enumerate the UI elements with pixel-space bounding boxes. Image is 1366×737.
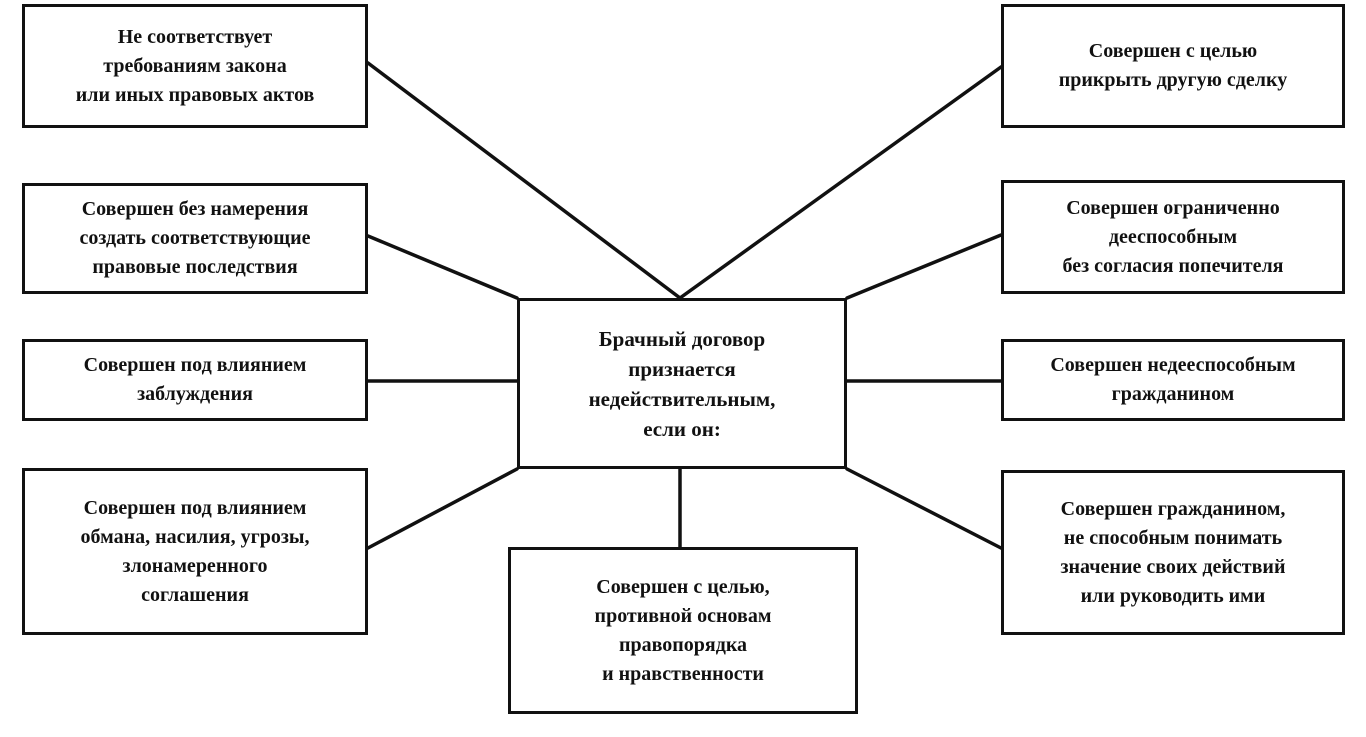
right-box-4: Совершен гражданином, не способным поним…	[1001, 470, 1345, 635]
right-box-3-text: Совершен недееспособным гражданином	[1050, 354, 1296, 405]
right-box-2: Совершен ограниченно дееспособным без со…	[1001, 180, 1345, 294]
left-box-2: Совершен без намерения создать соответст…	[22, 183, 368, 294]
left-box-4-text: Совершен под влиянием обмана, насилия, у…	[80, 496, 310, 606]
left-box-1-text: Не соответствует требованиям закона или …	[75, 25, 315, 106]
connector-right-1	[678, 65, 1003, 300]
left-box-4: Совершен под влиянием обмана, насилия, у…	[22, 468, 368, 635]
right-box-2-text: Совершен ограниченно дееспособным без со…	[1062, 196, 1284, 277]
central-box: Брачный договор признается недействитель…	[517, 298, 847, 469]
left-box-3-text: Совершен под влиянием заблуждения	[83, 354, 307, 405]
central-box-text: Брачный договор признается недействитель…	[588, 326, 776, 441]
right-box-3: Совершен недееспособным гражданином	[1001, 339, 1345, 421]
connector-right-4	[845, 467, 1003, 550]
connector-right-2	[845, 233, 1003, 300]
bottom-box: Совершен с целью, противной основам прав…	[508, 547, 858, 714]
left-box-3: Совершен под влиянием заблуждения	[22, 339, 368, 421]
right-box-1-text: Совершен с целью прикрыть другую сделку	[1058, 40, 1288, 91]
left-box-2-text: Совершен без намерения создать соответст…	[79, 198, 311, 278]
connector-left-1	[366, 61, 682, 300]
right-box-1: Совершен с целью прикрыть другую сделку	[1001, 4, 1345, 128]
right-box-4-text: Совершен гражданином, не способным поним…	[1060, 497, 1286, 607]
left-box-1: Не соответствует требованиям закона или …	[22, 4, 368, 128]
connector-left-2	[366, 234, 519, 300]
bottom-box-text: Совершен с целью, противной основам прав…	[594, 575, 772, 685]
connector-left-4	[366, 467, 519, 550]
